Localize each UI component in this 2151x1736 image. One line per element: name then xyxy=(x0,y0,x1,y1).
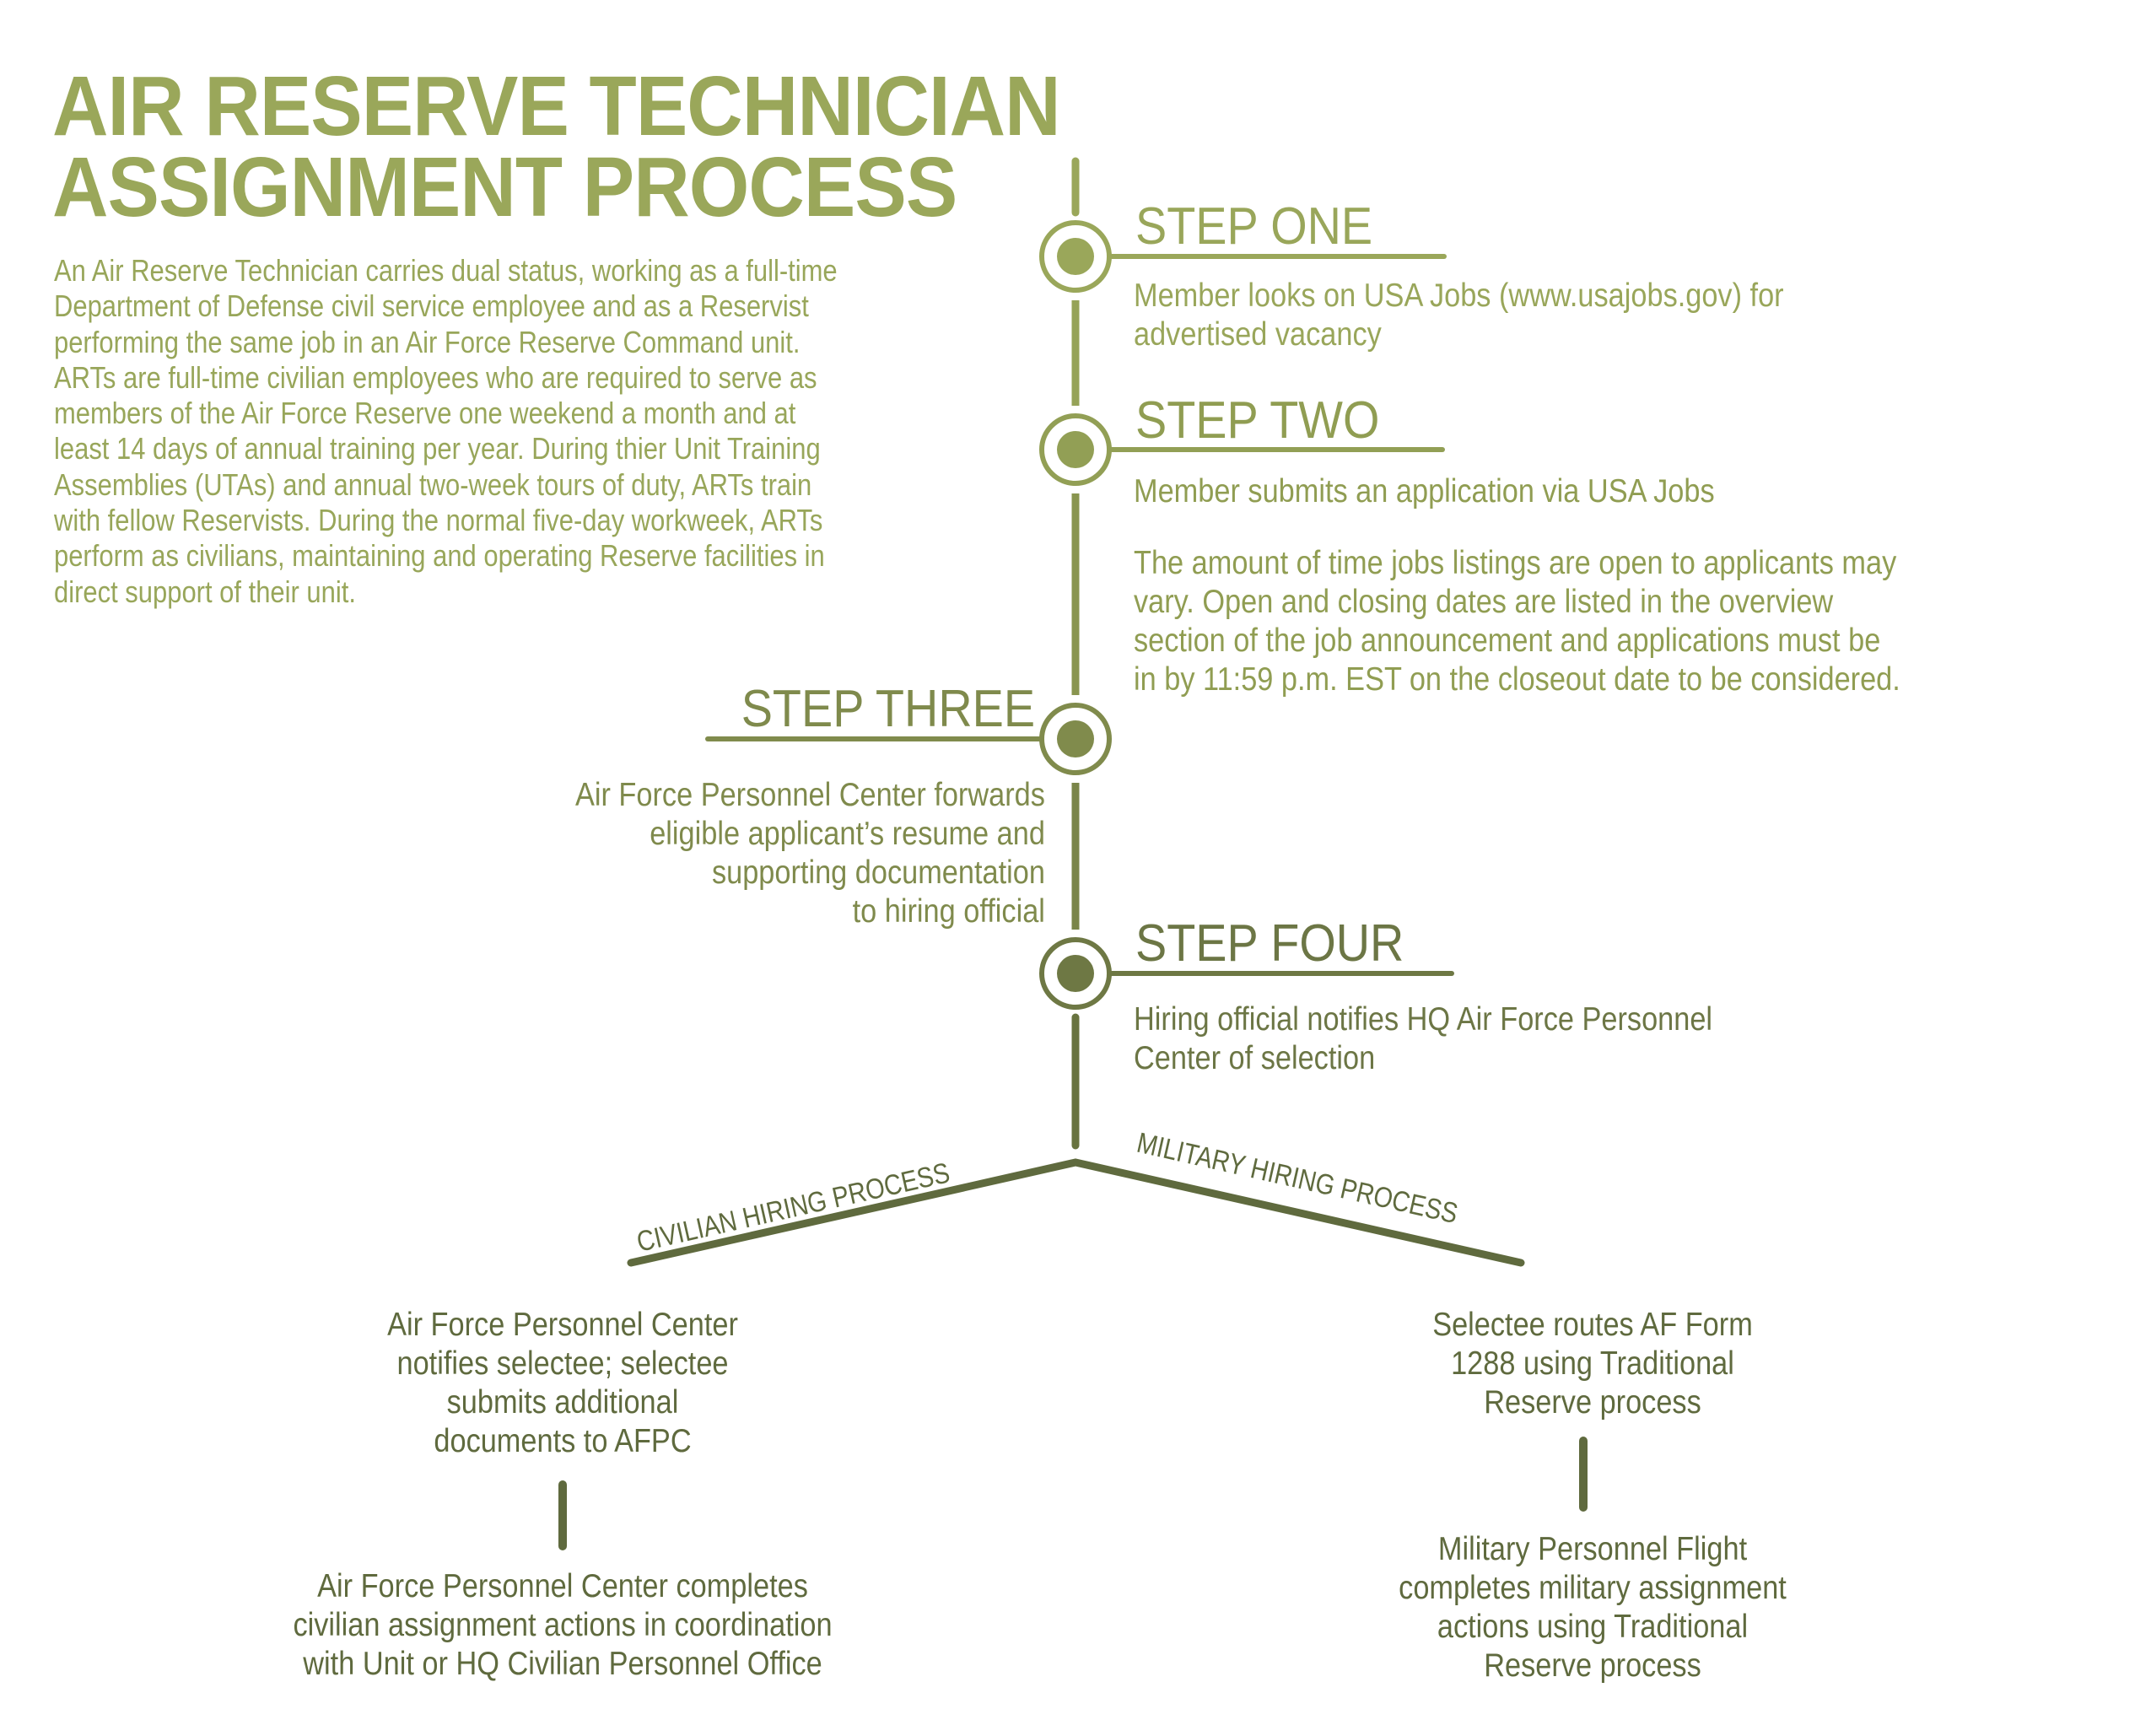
page-title: AIR RESERVE TECHNICIAN ASSIGNMENT PROCES… xyxy=(52,59,1061,235)
military-step-two-line: actions using Traditional xyxy=(1437,1609,1749,1645)
page-title-line-1: AIR RESERVE TECHNICIAN xyxy=(52,59,1061,154)
civilian-step-one-line: notifies selectee; selectee xyxy=(396,1345,729,1382)
intro-line: Assemblies (UTAs) and annual two-week to… xyxy=(54,466,812,502)
step-four-line: Center of selection xyxy=(1134,1040,1376,1076)
intro-line: Department of Defense civil service empl… xyxy=(54,288,809,324)
civilian-step-two: Air Force Personnel Center completes civ… xyxy=(229,1567,897,1684)
intro-line: perform as civilians, maintaining and op… xyxy=(54,538,825,574)
step-four-description: Hiring official notifies HQ Air Force Pe… xyxy=(1134,1000,1712,1078)
step-two-note-line: in by 11:59 p.m. EST on the closeout dat… xyxy=(1134,661,1900,698)
step-one-marker xyxy=(1039,220,1447,293)
military-step-one-line: 1288 using Traditional xyxy=(1451,1345,1734,1382)
page-title-line-2: ASSIGNMENT PROCESS xyxy=(52,140,957,235)
step-two-marker xyxy=(1039,413,1445,486)
military-step-two: Military Personnel Flight completes mili… xyxy=(1333,1530,1852,1685)
intro-line: performing the same job in an Air Force … xyxy=(54,324,801,359)
military-step-two-line: Reserve process xyxy=(1484,1647,1701,1684)
branch-fork xyxy=(627,1158,1525,1267)
step-three-line: to hiring official xyxy=(852,893,1045,930)
step-two-note-line: vary. Open and closing dates are listed … xyxy=(1134,584,1834,620)
step-four-heading: STEP FOUR xyxy=(1135,914,1404,973)
civilian-step-two-line: civilian assignment actions in coordinat… xyxy=(293,1607,833,1643)
step-two-note: The amount of time jobs listings are ope… xyxy=(1134,544,1900,699)
civilian-step-one-line: documents to AFPC xyxy=(434,1423,692,1459)
military-step-two-line: completes military assignment xyxy=(1399,1570,1787,1606)
intro-line: least 14 days of annual training per yea… xyxy=(54,431,821,466)
intro-line: with fellow Reservists. During the norma… xyxy=(54,503,823,538)
step-three-line: supporting documentation xyxy=(712,855,1045,891)
intro-line: members of the Air Force Reserve one wee… xyxy=(54,396,796,431)
step-one-line: Member looks on USA Jobs (www.usajobs.go… xyxy=(1134,278,1784,314)
intro-line: ARTs are full-time civilian employees wh… xyxy=(54,359,817,395)
step-three-description: Air Force Personnel Center forwards elig… xyxy=(575,776,1045,931)
step-one-heading: STEP ONE xyxy=(1135,197,1373,256)
military-step-one: Selectee routes AF Form 1288 using Tradi… xyxy=(1370,1306,1815,1422)
civilian-step-one-line: submits additional xyxy=(446,1384,679,1421)
military-step-two-line: Military Personnel Flight xyxy=(1437,1531,1748,1567)
step-two-heading: STEP TWO xyxy=(1135,391,1380,450)
step-three-marker xyxy=(705,703,1112,775)
step-one-description: Member looks on USA Jobs (www.usajobs.go… xyxy=(1134,277,1784,354)
civilian-step-two-line: Air Force Personnel Center completes xyxy=(317,1568,808,1604)
intro-paragraph: An Air Reserve Technician carries dual s… xyxy=(54,253,838,610)
step-two-line: Member submits an application via USA Jo… xyxy=(1134,473,1715,509)
intro-line: direct support of their unit. xyxy=(54,574,356,609)
civilian-step-two-line: with Unit or HQ Civilian Personnel Offic… xyxy=(303,1646,822,1682)
step-four-marker xyxy=(1039,937,1454,1010)
civilian-step-one: Air Force Personnel Center notifies sele… xyxy=(340,1306,785,1461)
step-one-line: advertised vacancy xyxy=(1134,316,1382,353)
step-two-description: Member submits an application via USA Jo… xyxy=(1134,472,1715,511)
step-two-note-line: section of the job announcement and appl… xyxy=(1134,623,1881,659)
intro-line: An Air Reserve Technician carries dual s… xyxy=(54,253,838,288)
step-four-line: Hiring official notifies HQ Air Force Pe… xyxy=(1134,1001,1713,1038)
military-step-one-line: Reserve process xyxy=(1484,1384,1701,1421)
step-two-note-line: The amount of time jobs listings are ope… xyxy=(1134,545,1897,581)
step-three-line: Air Force Personnel Center forwards xyxy=(575,777,1045,813)
step-three-heading: STEP THREE xyxy=(741,680,1035,738)
civilian-step-one-line: Air Force Personnel Center xyxy=(387,1307,738,1343)
step-three-line: eligible applicant’s resume and xyxy=(650,816,1045,852)
civilian-branch-label: CIVILIAN HIRING PROCESS xyxy=(633,1156,952,1258)
military-step-one-line: Selectee routes AF Form xyxy=(1432,1307,1753,1343)
